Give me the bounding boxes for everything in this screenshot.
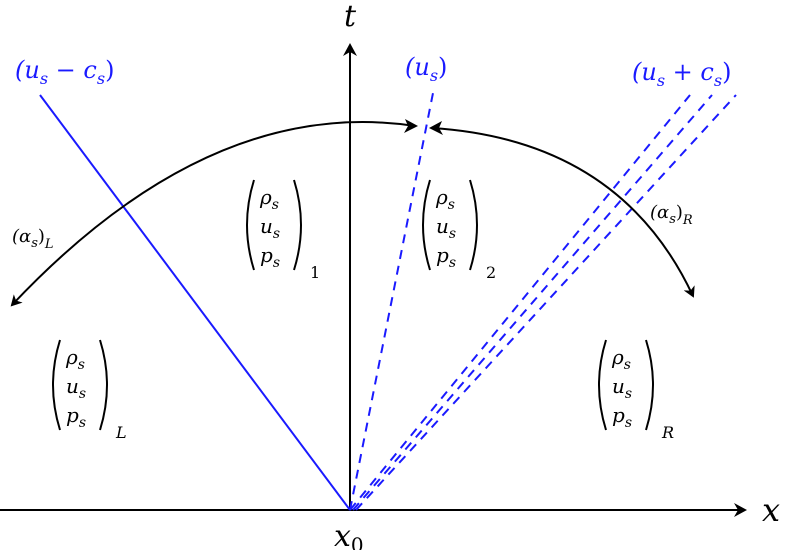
- state-index: R: [661, 423, 674, 442]
- right-wave-line-3: [355, 94, 737, 511]
- state-entry: ρs: [435, 185, 455, 213]
- x-axis-label: x: [762, 491, 780, 529]
- right-wave-line-1: [349, 94, 691, 511]
- state-entry: us: [436, 214, 456, 242]
- right-paren: [469, 179, 478, 271]
- right-paren: [293, 179, 302, 271]
- right-paren: [645, 339, 654, 431]
- left-paren: [52, 339, 61, 431]
- state-entry: ρs: [259, 185, 279, 213]
- left-arrow-label: (αs)L: [12, 226, 54, 252]
- state-entry: us: [66, 374, 86, 402]
- state-entry: ps: [436, 243, 456, 271]
- state-entry: us: [612, 374, 632, 402]
- state-index: 1: [310, 263, 320, 282]
- state-entry: us: [260, 214, 280, 242]
- origin-label: x0: [334, 519, 364, 550]
- right-wave-line-2: [352, 94, 713, 511]
- left-paren: [422, 179, 431, 271]
- t-axis-label: t: [344, 0, 357, 34]
- right-curved-arrow: [431, 127, 695, 298]
- state-entry: ρs: [611, 345, 631, 373]
- left-curved-arrow: [10, 121, 416, 307]
- left-arrow-top-head: [404, 119, 418, 133]
- state-entry: ps: [66, 403, 86, 431]
- left-wave-label: (us − cs): [15, 56, 114, 88]
- right-wave-label: (us + cs): [632, 58, 731, 90]
- right-arrow-label: (αs)R: [650, 202, 693, 228]
- right-arrow-top-head: [429, 121, 443, 135]
- right-paren: [99, 339, 108, 431]
- left-wave-line: [39, 94, 351, 511]
- state-index: 2: [486, 263, 496, 282]
- state-entry: ps: [260, 243, 280, 271]
- state-entry: ρs: [65, 345, 85, 373]
- contact-wave-line: [349, 92, 434, 511]
- left-paren: [246, 179, 255, 271]
- state-index: L: [115, 423, 127, 442]
- contact-wave-label: (us): [405, 53, 447, 85]
- state-entry: ps: [612, 403, 632, 431]
- left-paren: [598, 339, 607, 431]
